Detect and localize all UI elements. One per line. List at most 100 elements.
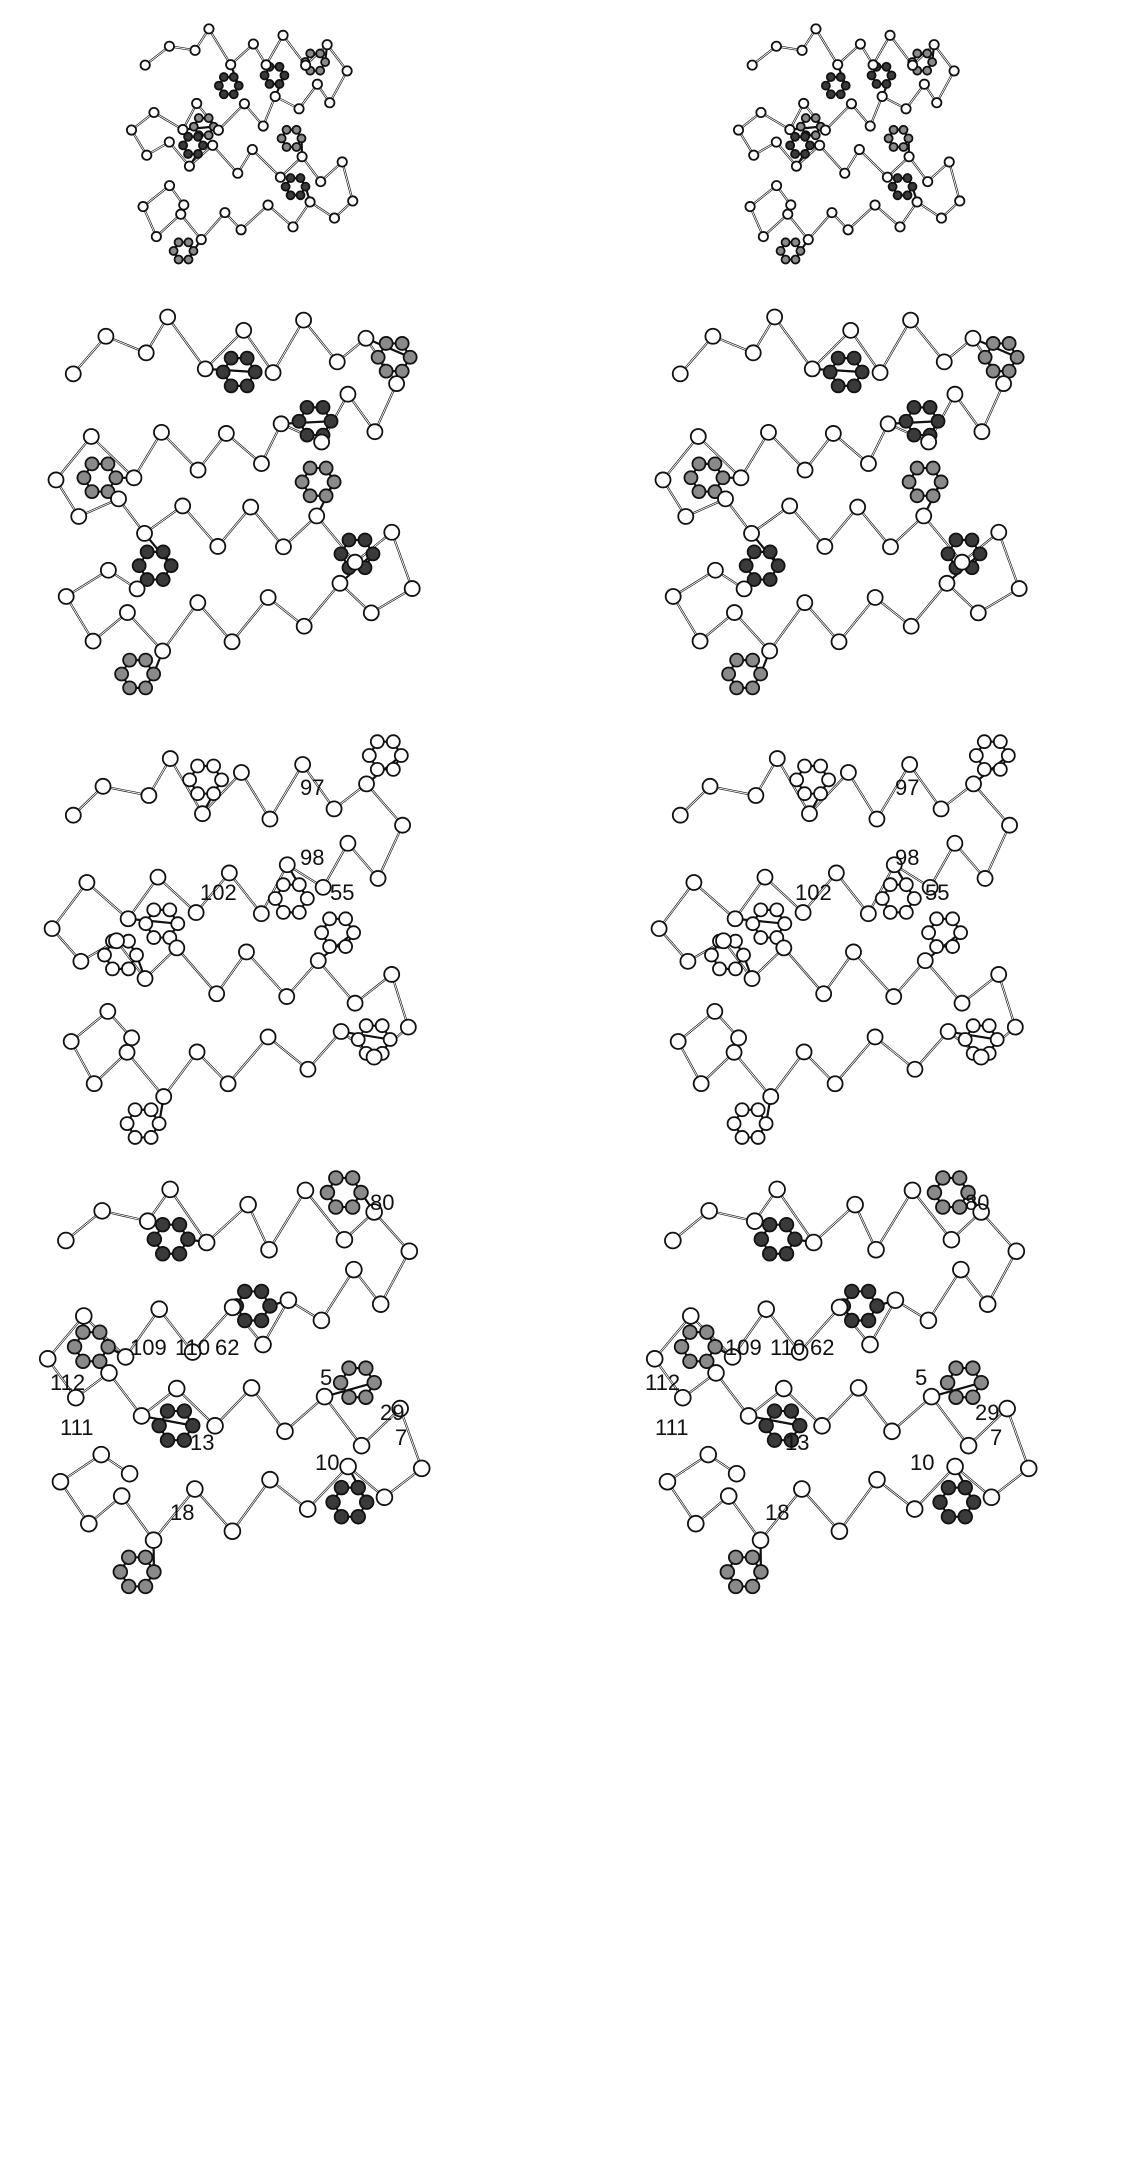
calpha-atom — [961, 1438, 977, 1454]
calpha-atom — [94, 1203, 110, 1219]
calpha-atom — [769, 1182, 785, 1198]
calpha-atom — [141, 788, 156, 803]
calpha-atom — [797, 46, 806, 55]
sidechain-atom — [786, 141, 794, 149]
calpha-atom — [189, 905, 204, 920]
calpha-atom — [346, 1262, 362, 1278]
backbone-bond — [232, 1480, 270, 1532]
calpha-atom — [971, 605, 986, 620]
calpha-atom — [45, 921, 60, 936]
sidechain-atom — [832, 379, 845, 392]
sidechain-atom — [983, 1019, 996, 1032]
calpha-atom — [151, 1301, 167, 1317]
residue-label: 13 — [785, 1430, 809, 1455]
calpha-atom — [134, 1408, 150, 1424]
calpha-atom — [729, 1466, 745, 1482]
sidechain-atom — [76, 1325, 90, 1339]
calpha-atom — [794, 1481, 810, 1497]
sidechain-atom — [139, 681, 152, 694]
calpha-atom — [678, 509, 693, 524]
calpha-atom — [130, 581, 145, 596]
sidechain-atom — [873, 80, 881, 88]
calpha-atom — [300, 1501, 316, 1517]
calpha-atom — [757, 870, 772, 885]
residue-label: 18 — [170, 1500, 194, 1525]
residue-label: 109 — [725, 1335, 762, 1360]
sidechain-atom — [342, 1390, 356, 1404]
calpha-atom — [340, 1459, 356, 1475]
sidechain-atom — [195, 114, 203, 122]
sidechain-atom — [122, 1580, 136, 1594]
backbone-bond — [381, 1251, 410, 1304]
calpha-atom — [190, 46, 199, 55]
sidechain-atom — [225, 352, 238, 365]
calpha-atom — [703, 779, 718, 794]
calpha-atom — [814, 1418, 830, 1434]
sidechain-atom — [692, 485, 705, 498]
sidechain-atom — [175, 255, 183, 263]
sidechain-atom — [798, 759, 811, 772]
calpha-atom — [277, 1423, 293, 1439]
calpha-atom — [334, 1024, 349, 1039]
calpha-atom — [705, 329, 720, 344]
residue-label: 55 — [925, 880, 949, 905]
sidechain-atom — [978, 735, 991, 748]
sidechain-atom — [730, 654, 743, 667]
calpha-atom — [733, 470, 748, 485]
calpha-atom — [305, 197, 314, 206]
sidechain-atom — [890, 143, 898, 151]
calpha-atom — [139, 345, 154, 360]
calpha-atom — [843, 225, 852, 234]
calpha-atom — [833, 60, 842, 69]
calpha-atom — [342, 66, 351, 75]
sidechain-atom — [145, 1103, 158, 1116]
calpha-atom — [680, 954, 695, 969]
calpha-atom — [945, 157, 954, 166]
backbone-bond — [269, 1190, 305, 1249]
calpha-atom — [776, 940, 791, 955]
backbone-bond — [342, 162, 353, 201]
residue-label: 97 — [300, 775, 324, 800]
sidechain-atom — [147, 931, 160, 944]
sidechain-atom — [157, 573, 170, 586]
calpha-atom — [783, 210, 792, 219]
sidechain-atom — [347, 926, 360, 939]
sidechain-atom — [342, 1361, 356, 1375]
calpha-atom — [262, 1472, 278, 1488]
calpha-atom — [1002, 818, 1017, 833]
calpha-atom — [138, 202, 147, 211]
sidechain-atom — [958, 1510, 972, 1524]
calpha-atom — [666, 589, 681, 604]
stereo-panel-row2-right — [585, 272, 1145, 712]
calpha-atom — [885, 31, 894, 40]
sidechain-atom — [894, 191, 902, 199]
calpha-atom — [772, 137, 781, 146]
sidechain-atom — [729, 1551, 743, 1565]
calpha-atom — [84, 429, 99, 444]
sidechain-atom — [366, 547, 379, 560]
residue-label: 5 — [320, 1365, 332, 1390]
sidechain-atom — [315, 926, 328, 939]
sidechain-atom — [238, 1285, 252, 1299]
calpha-atom — [829, 865, 844, 880]
calpha-atom — [761, 425, 776, 440]
sidechain-atom — [263, 1299, 277, 1313]
sidechain-atom — [903, 191, 911, 199]
sidechain-atom — [207, 759, 220, 772]
calpha-atom — [190, 595, 205, 610]
calpha-atom — [124, 1030, 139, 1045]
sidechain-atom — [351, 1481, 365, 1495]
sidechain-atom — [862, 1285, 876, 1299]
calpha-atom — [373, 1296, 389, 1312]
sidechain-atom — [301, 183, 309, 191]
sidechain-atom — [183, 773, 196, 786]
sidechain-atom — [241, 352, 254, 365]
calpha-atom — [901, 104, 910, 113]
calpha-atom — [929, 40, 938, 49]
sidechain-atom — [728, 1117, 741, 1130]
calpha-atom — [903, 313, 918, 328]
sidechain-atom — [899, 143, 907, 151]
sidechain-atom — [282, 183, 290, 191]
calpha-atom — [384, 967, 399, 982]
sidechain-atom — [297, 134, 305, 142]
